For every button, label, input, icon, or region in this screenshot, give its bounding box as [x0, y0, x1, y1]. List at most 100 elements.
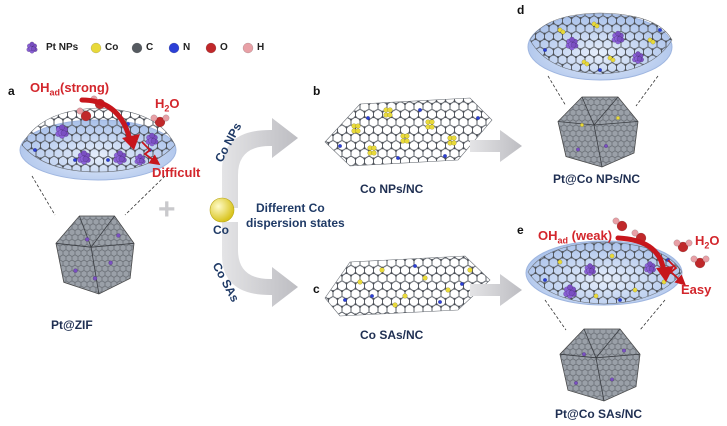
caption-pt-zif: Pt@ZIF	[51, 318, 93, 332]
pt-atom	[117, 150, 123, 157]
co-atom	[557, 259, 563, 265]
panel-letter-c: c	[313, 282, 320, 296]
pt-atom	[29, 41, 35, 47]
oh-molecule-e1	[612, 217, 628, 232]
pt-atom	[569, 36, 575, 43]
o-atom	[616, 220, 628, 232]
pt-atom	[81, 150, 87, 157]
caption-pt-co-sas-nc: Pt@Co SAs/NC	[555, 407, 643, 421]
zif-polyhedron-a-dot	[84, 237, 90, 242]
h-atom	[150, 114, 158, 122]
zif-polyhedron-e-edges	[559, 328, 641, 402]
co-atom	[355, 123, 361, 129]
pt-cluster-a2	[77, 150, 91, 165]
zif-polyhedron-e-dot	[573, 380, 579, 386]
pt-atom	[82, 155, 89, 162]
legend-label-n: N	[183, 42, 191, 53]
dispersion-line-1: Different Co	[256, 201, 325, 215]
dispersion-line-2: dispersion states	[246, 216, 345, 230]
zoom-line-d-right	[635, 75, 659, 107]
zif-polyhedron-d-dot	[615, 115, 621, 121]
co-atom	[451, 135, 457, 141]
pt-atom	[647, 261, 653, 267]
n-atom	[365, 115, 371, 121]
co-atom	[429, 119, 435, 125]
n-atom	[657, 27, 663, 33]
pt-atom	[568, 289, 575, 296]
pt-atom	[149, 132, 155, 139]
gray-branch-arrow-top	[222, 118, 298, 208]
red-curved-arrow-a	[79, 97, 133, 143]
pt-cluster-e3	[644, 261, 656, 274]
co-atom	[387, 107, 393, 113]
difficult-label: Difficult	[152, 165, 201, 180]
pt-atom	[588, 268, 595, 274]
pt-atom	[30, 46, 36, 52]
co-label: Co	[213, 223, 229, 237]
legend-icon-o	[205, 42, 217, 54]
zif-polyhedron-a-edges	[55, 215, 135, 295]
n-atom	[105, 157, 111, 163]
red-zigzag-arrow-a	[141, 141, 161, 166]
zif-polyhedron-d-dot	[575, 147, 581, 152]
pt-cluster-e2	[584, 263, 596, 276]
oh-weak-label: OHad (weak)	[538, 228, 613, 246]
co-atom	[357, 279, 363, 285]
pt-cluster-a5	[134, 153, 146, 166]
pt-cluster-d1	[565, 36, 579, 51]
n-atom	[617, 297, 623, 303]
co-atom	[371, 145, 377, 151]
co-atom	[429, 124, 435, 130]
pt-atom	[567, 284, 573, 291]
red-arrowhead-a	[122, 134, 140, 150]
legend-icon-pt	[26, 41, 38, 54]
zif-polyhedron-a-lattice	[56, 216, 134, 294]
co-atom	[371, 150, 377, 156]
h-atom	[612, 217, 620, 225]
red-zigzag-arrow-e	[667, 259, 686, 286]
zif-polyhedron-e-dot	[581, 352, 587, 357]
pt-cluster-d2	[611, 30, 625, 45]
pt-atom	[59, 124, 65, 131]
n-atom	[437, 299, 443, 305]
red-curved-arrow-e	[615, 235, 667, 275]
co-atom	[609, 253, 615, 259]
zoom-line-a-right	[124, 175, 166, 216]
pt-cluster-a4	[145, 132, 159, 147]
co-atom	[404, 138, 410, 144]
panel-letter-e: e	[517, 223, 524, 237]
zif-polyhedron-d-dot	[579, 122, 585, 128]
graphene-sheet-b	[324, 97, 493, 167]
gray-arrow-b-to-d	[470, 130, 522, 162]
legend-label-h: H	[257, 42, 265, 53]
n-atom	[412, 263, 418, 269]
pt-atom	[150, 138, 157, 144]
zif-polyhedron-a-dot	[108, 260, 113, 266]
pt-atom	[118, 155, 125, 162]
legend-icon-n	[168, 42, 180, 54]
legend-label-pt: Pt NPs	[46, 42, 79, 53]
o-atom	[677, 241, 689, 253]
n-atom	[342, 297, 348, 303]
red-arrowhead-e	[656, 266, 674, 282]
co-atom	[422, 275, 428, 281]
pt-cluster-a1	[55, 124, 69, 139]
pt-atom	[615, 30, 621, 37]
zif-polyhedron-e-lattice	[560, 329, 640, 401]
oh-strong-label: OHad(strong)	[30, 80, 110, 98]
n-atom	[369, 293, 375, 299]
zif-polyhedron-a-dot	[116, 233, 121, 238]
oh-molecule-a1	[76, 107, 92, 122]
panel-letter-d: d	[517, 3, 525, 17]
water-molecule-a	[150, 114, 170, 128]
co-atom	[387, 112, 393, 118]
zoom-line-a-left	[31, 175, 56, 216]
water-molecule-e2	[690, 255, 710, 269]
zoom-line-e-right	[639, 299, 666, 331]
n-atom	[475, 115, 481, 121]
legend-icon-co	[90, 42, 102, 54]
water-label-e: H2O	[695, 233, 720, 251]
n-atom	[72, 157, 78, 163]
co-atom	[560, 29, 566, 35]
